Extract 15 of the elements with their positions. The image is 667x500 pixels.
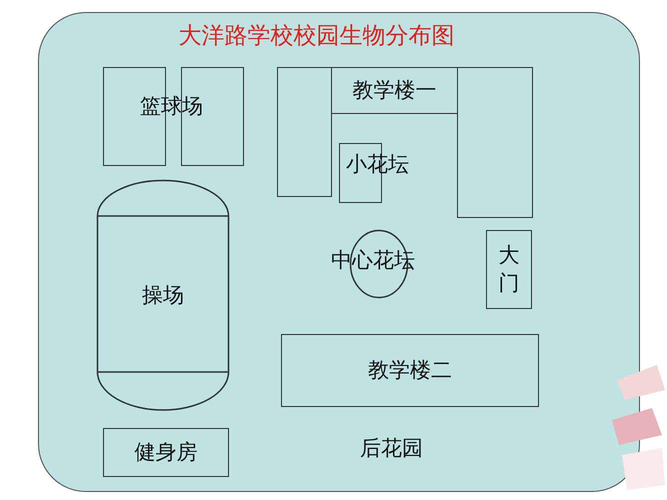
track-shape bbox=[97, 180, 229, 411]
building-box bbox=[331, 67, 458, 114]
title: 大洋路学校校园生物分布图 bbox=[178, 22, 456, 51]
gym-box bbox=[103, 428, 229, 477]
area-label: 健身房 bbox=[134, 438, 198, 466]
court-box bbox=[181, 67, 244, 166]
building-box bbox=[457, 67, 533, 218]
area-label: 教学楼二 bbox=[368, 356, 452, 384]
gate-box bbox=[486, 230, 532, 309]
building-box bbox=[277, 67, 332, 197]
area-label: 后花园 bbox=[360, 435, 423, 462]
area-label: 操场 bbox=[142, 282, 184, 309]
area-label: 大门 bbox=[498, 242, 520, 296]
area-label: 教学楼一 bbox=[352, 76, 436, 104]
building-box bbox=[281, 334, 539, 407]
